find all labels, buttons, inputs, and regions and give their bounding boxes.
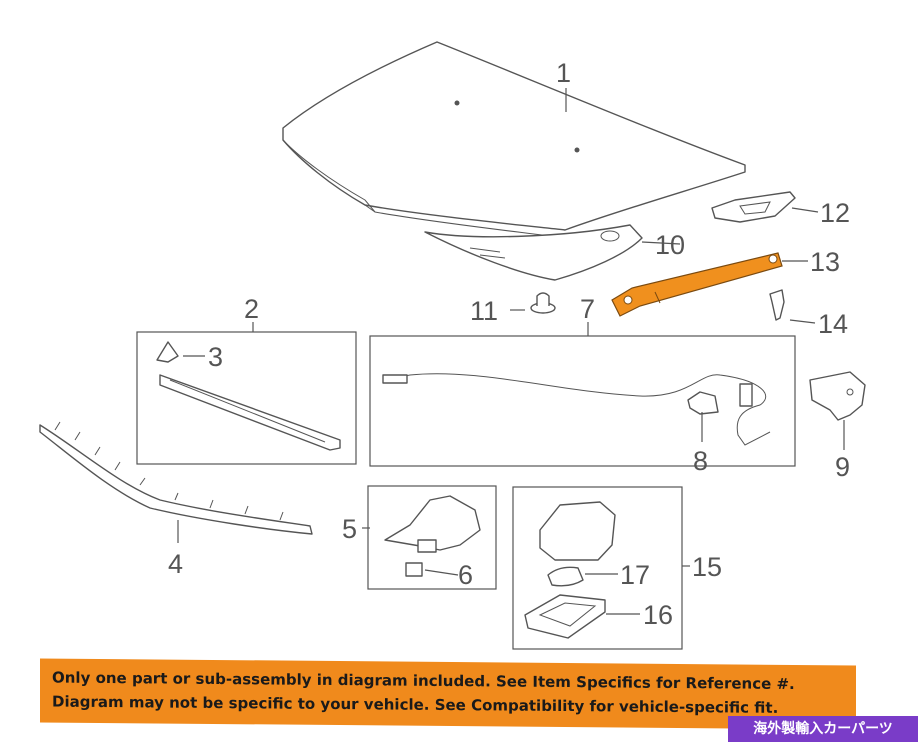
part-latch-connector <box>405 562 423 577</box>
callout-14: 14 <box>818 309 848 339</box>
part-clip <box>769 289 785 321</box>
disclaimer-line-2: Diagram may not be specific to your vehi… <box>52 692 779 717</box>
part-weatherstrip <box>39 421 313 535</box>
callout-13: 13 <box>810 247 840 277</box>
disclaimer-line-1: Only one part or sub-assembly in diagram… <box>52 668 795 694</box>
callout-7: 7 <box>580 294 595 324</box>
callout-16: 16 <box>643 600 673 630</box>
group-box-7 <box>369 335 796 467</box>
callout-9: 9 <box>835 452 850 482</box>
part-seal <box>159 374 341 451</box>
part-strut-highlighted <box>611 252 783 317</box>
part-bumper-stop <box>530 292 556 314</box>
callout-3: 3 <box>208 342 223 372</box>
part-release-cable <box>382 373 771 446</box>
callout-1: 1 <box>556 58 571 88</box>
part-striker <box>809 371 866 421</box>
part-latch <box>384 495 481 553</box>
part-bulb <box>547 566 584 587</box>
callout-12: 12 <box>820 198 850 228</box>
part-hood <box>282 41 746 239</box>
part-seal-clip <box>156 341 179 363</box>
callout-17: 17 <box>620 560 650 590</box>
leader-lines <box>177 88 845 615</box>
part-lamp-assembly <box>539 501 616 561</box>
part-lens <box>524 594 606 639</box>
callout-6: 6 <box>458 560 473 590</box>
callout-15: 15 <box>692 552 722 582</box>
callout-2: 2 <box>244 294 259 324</box>
callout-8: 8 <box>693 446 708 476</box>
shop-badge: 海外製輸入カーパーツ <box>728 716 918 742</box>
callout-4: 4 <box>168 549 183 579</box>
part-insulator <box>424 224 643 281</box>
callout-5: 5 <box>342 514 357 544</box>
callout-10: 10 <box>655 230 685 260</box>
callout-11: 11 <box>470 296 498 326</box>
part-hinge <box>711 191 796 223</box>
